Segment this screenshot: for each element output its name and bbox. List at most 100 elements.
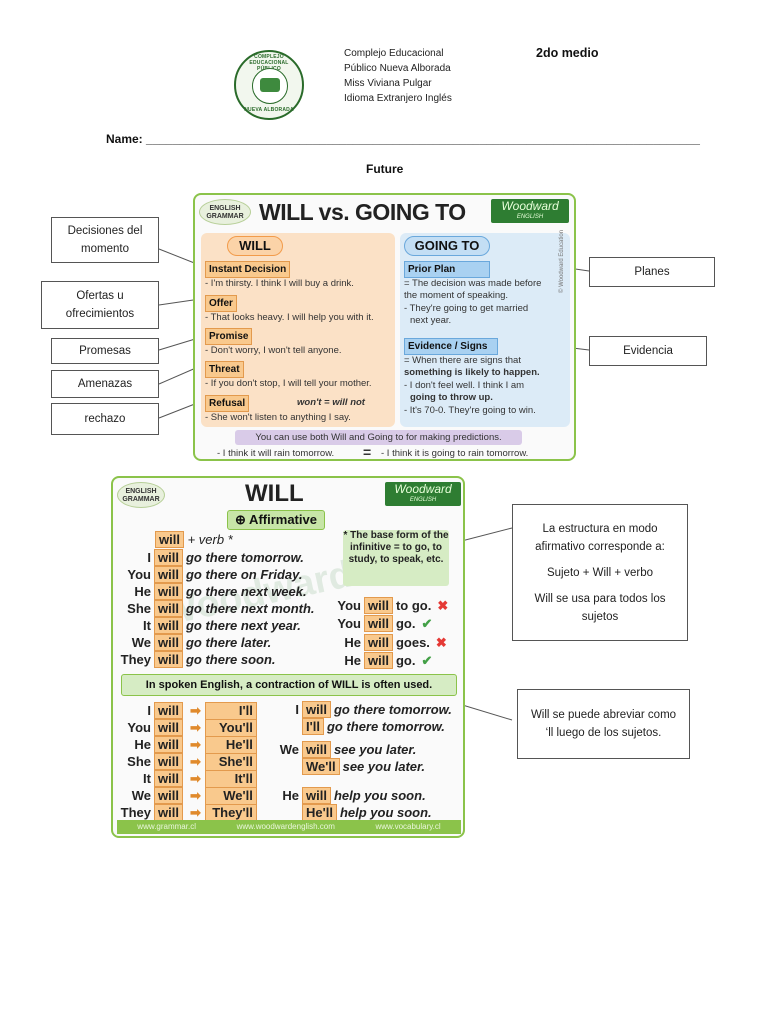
verb-phrase: see you later. xyxy=(333,742,417,757)
verb: goes. xyxy=(395,635,430,650)
estructura-line: La estructura en modo afirmativo corresp… xyxy=(535,522,665,553)
arrow-icon: ➡ xyxy=(189,805,201,820)
subject: You xyxy=(337,598,361,613)
will-example: - If you don't stop, I will tell your mo… xyxy=(205,378,372,389)
topic-title: Future xyxy=(366,162,404,176)
will-highlight: will xyxy=(154,634,183,651)
going-line: - It's 70-0. They're going to win. xyxy=(404,405,536,416)
will-highlight: will xyxy=(154,651,183,668)
will-example: - She won't listen to anything I say. xyxy=(205,412,351,423)
verb-phrase: go there soon. xyxy=(185,652,276,667)
wrong-icon: ✖ xyxy=(435,635,447,650)
equals-sign: = xyxy=(363,444,372,460)
will-highlight: will xyxy=(154,549,183,566)
school-logo: COMPLEJO EDUCACIONAL PÚBLICO NUEVA ALBOR… xyxy=(234,50,304,120)
footer-link: www.grammar.cl xyxy=(137,822,196,831)
school-info: Complejo Educacional Público Nueva Albor… xyxy=(344,46,452,106)
subject: I xyxy=(147,550,151,565)
verb: go. xyxy=(395,653,416,668)
will-highlight: will xyxy=(302,787,331,804)
will-highlight: will xyxy=(154,787,183,804)
will-highlight: will xyxy=(364,597,393,614)
will-highlight: will xyxy=(154,702,183,719)
arrow-icon: ➡ xyxy=(189,754,201,769)
verb-phrase: go there next month. xyxy=(185,601,315,616)
will-highlight: will xyxy=(154,753,183,770)
going-to-heading: GOING TO xyxy=(404,236,490,256)
callout-estructura: La estructura en modo afirmativo corresp… xyxy=(512,504,688,641)
going-line: = The decision was made before xyxy=(404,278,542,289)
school-line: Idioma Extranjero Inglés xyxy=(344,93,452,104)
callout-decisiones: Decisiones del momento xyxy=(51,217,159,263)
tag-offer: Offer xyxy=(205,295,237,312)
subject: He xyxy=(134,737,151,752)
will-example: - That looks heavy. I will help you with… xyxy=(205,312,374,323)
grade-label: 2do medio xyxy=(536,46,599,60)
callout-ofertas: Ofertas u ofrecimientos xyxy=(41,281,159,329)
will-highlight: will xyxy=(364,615,393,632)
subject: You xyxy=(127,720,151,735)
arrow-icon: ➡ xyxy=(189,788,201,803)
school-line: Miss Viviana Pulgar xyxy=(344,78,432,89)
subject: You xyxy=(127,567,151,582)
verb-phrase: go there next week. xyxy=(185,584,307,599)
going-line: - They're going to get married xyxy=(404,303,529,314)
tag-instant-decision: Instant Decision xyxy=(205,261,291,278)
subject: He xyxy=(344,653,361,668)
callout-contraccion: Will se puede abreviar como ‘ll luego de… xyxy=(517,689,690,759)
correct-icon: ✔ xyxy=(421,616,433,631)
subject: We xyxy=(131,788,151,803)
contraction: I'll xyxy=(204,702,257,720)
chart-title: WILL vs. GOING TO xyxy=(259,199,466,225)
contraction: She'll xyxy=(204,753,257,771)
english-grammar-badge: ENGLISH GRAMMAR xyxy=(199,199,251,225)
will-highlight: I'll xyxy=(302,718,324,735)
will-highlight: He'll xyxy=(302,804,337,821)
subject: We xyxy=(131,635,151,650)
refusal-note: won't = will not xyxy=(297,397,365,408)
estructura-formula: Sujeto + Will + verbo xyxy=(546,566,654,579)
will-highlight: will xyxy=(364,652,393,669)
subject: It xyxy=(143,771,151,786)
will-highlight: will xyxy=(154,804,183,821)
contraction: You'll xyxy=(204,719,257,737)
callout-evidencia: Evidencia xyxy=(589,336,707,366)
footer-links: www.grammar.cl www.woodwardenglish.com w… xyxy=(117,820,461,834)
will-highlight: will xyxy=(154,770,183,787)
will-example: - I'm thirsty. I think I will buy a drin… xyxy=(205,278,354,289)
subject: She xyxy=(127,601,151,616)
will-highlight: will xyxy=(154,583,183,600)
brand-sub: ENGLISH xyxy=(516,214,544,220)
contraction-note: In spoken English, a contraction of WILL… xyxy=(121,674,457,696)
prediction-will: - I think it will rain tomorrow. xyxy=(217,448,335,459)
tag-prior-plan: Prior Plan xyxy=(404,261,490,278)
tag-evidence: Evidence / Signs xyxy=(404,338,498,355)
brand-name: Woodward xyxy=(501,199,559,213)
affirmative-heading: ⊕ Affirmative xyxy=(227,510,325,530)
verb-phrase: help you soon. xyxy=(333,788,426,803)
will-highlight: will xyxy=(154,617,183,634)
will-highlight: will xyxy=(364,634,393,651)
brand-sub: ENGLISH xyxy=(409,497,437,503)
subject: I xyxy=(295,702,299,717)
verb-phrase: go there on Friday. xyxy=(185,567,303,582)
callout-rechazo: rechazo xyxy=(51,403,159,435)
tag-threat: Threat xyxy=(205,361,244,378)
subject: He xyxy=(344,635,361,650)
subject: He xyxy=(282,788,299,803)
subject: You xyxy=(337,616,361,631)
